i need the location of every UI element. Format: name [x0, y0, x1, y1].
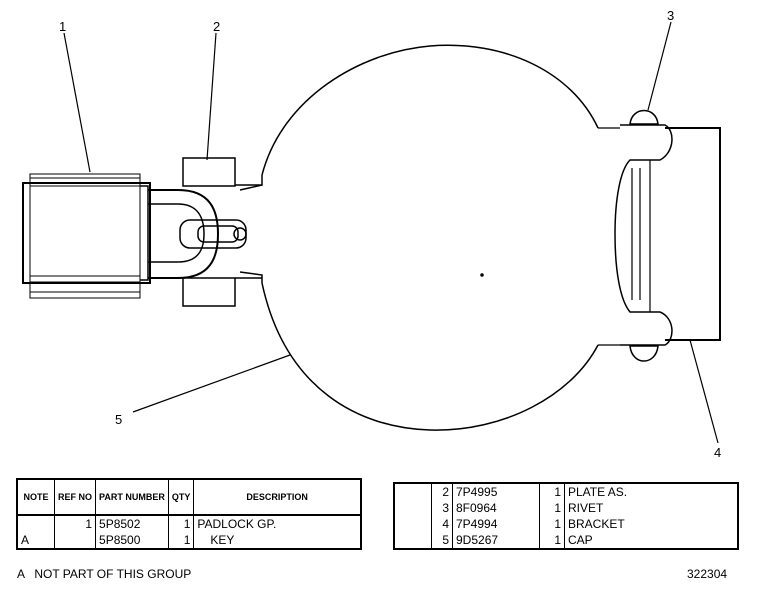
cell-note	[394, 500, 432, 516]
cell-note	[394, 532, 432, 549]
cell-note: A	[17, 532, 55, 549]
illustration-number: 322304	[687, 567, 728, 581]
cell-description: KEY	[210, 533, 235, 547]
cell-part-number: 7P4994	[452, 516, 540, 532]
cell-description: PLATE AS.	[568, 485, 628, 499]
table-row: 2 7P4995 1 PLATE AS.	[394, 483, 738, 500]
table-row: 4 7P4994 1 BRACKET	[394, 516, 738, 532]
footnote: A NOT PART OF THIS GROUP	[17, 567, 192, 581]
cell-description: PADLOCK GP.	[197, 517, 277, 531]
leader-lines	[63, 21, 719, 444]
cell-qty: 1	[539, 532, 565, 549]
callout-5: 5	[115, 412, 122, 427]
callout-3: 3	[667, 8, 674, 23]
cell-qty: 1	[539, 516, 565, 532]
parts-table-left: NOTE REF NO PART NUMBER QTY DESCRIPTION …	[16, 478, 362, 550]
cell-part-number: 5P8500	[95, 532, 169, 549]
table-header-row: NOTE REF NO PART NUMBER QTY DESCRIPTION	[17, 479, 361, 516]
rivet	[629, 109, 659, 362]
cell-qty: 1	[168, 515, 195, 532]
callout-4: 4	[714, 445, 721, 460]
cell-ref-no: 5	[431, 532, 453, 549]
cell-ref-no: 1	[54, 515, 97, 532]
header-part-number: PART NUMBER	[95, 479, 169, 516]
cell-note	[394, 483, 432, 500]
cell-part-number: 5P8502	[95, 515, 169, 532]
cell-qty: 1	[168, 532, 195, 549]
cell-description: RIVET	[568, 501, 604, 515]
header-qty: QTY	[168, 479, 195, 516]
cell-part-number: 8F0964	[452, 500, 540, 516]
cell-ref-no: 4	[431, 516, 453, 532]
cell-part-number: 7P4995	[452, 483, 540, 500]
cell-note	[17, 515, 55, 532]
callout-1: 1	[59, 19, 66, 34]
callout-2: 2	[213, 19, 220, 34]
table-row: 3 8F0964 1 RIVET	[394, 500, 738, 516]
cell-description: CAP	[568, 533, 593, 547]
table-row: 1 5P8502 1 PADLOCK GP.	[17, 515, 361, 532]
cell-ref-no	[54, 532, 97, 549]
cell-qty: 1	[539, 483, 565, 500]
header-ref-no: REF NO	[54, 479, 97, 516]
plate-assembly	[182, 157, 262, 307]
cell-ref-no: 3	[431, 500, 453, 516]
header-note: NOTE	[17, 479, 55, 516]
cap-center-mark	[480, 273, 484, 277]
cell-part-number: 9D5267	[452, 532, 540, 549]
bracket	[598, 124, 721, 346]
table-row: A 5P8500 1 KEY	[17, 532, 361, 549]
cell-description: BRACKET	[568, 517, 625, 531]
parts-table-right: 2 7P4995 1 PLATE AS. 3 8F0964 1 RIVET 4 …	[393, 482, 739, 550]
cell-ref-no: 2	[431, 483, 453, 500]
cap-outline	[261, 44, 599, 431]
cell-qty: 1	[539, 500, 565, 516]
cell-note	[394, 516, 432, 532]
header-description: DESCRIPTION	[193, 479, 361, 516]
table-row: 5 9D5267 1 CAP	[394, 532, 738, 549]
padlock	[22, 173, 247, 299]
parts-illustration: 1 2 3 4 5	[22, 8, 721, 460]
